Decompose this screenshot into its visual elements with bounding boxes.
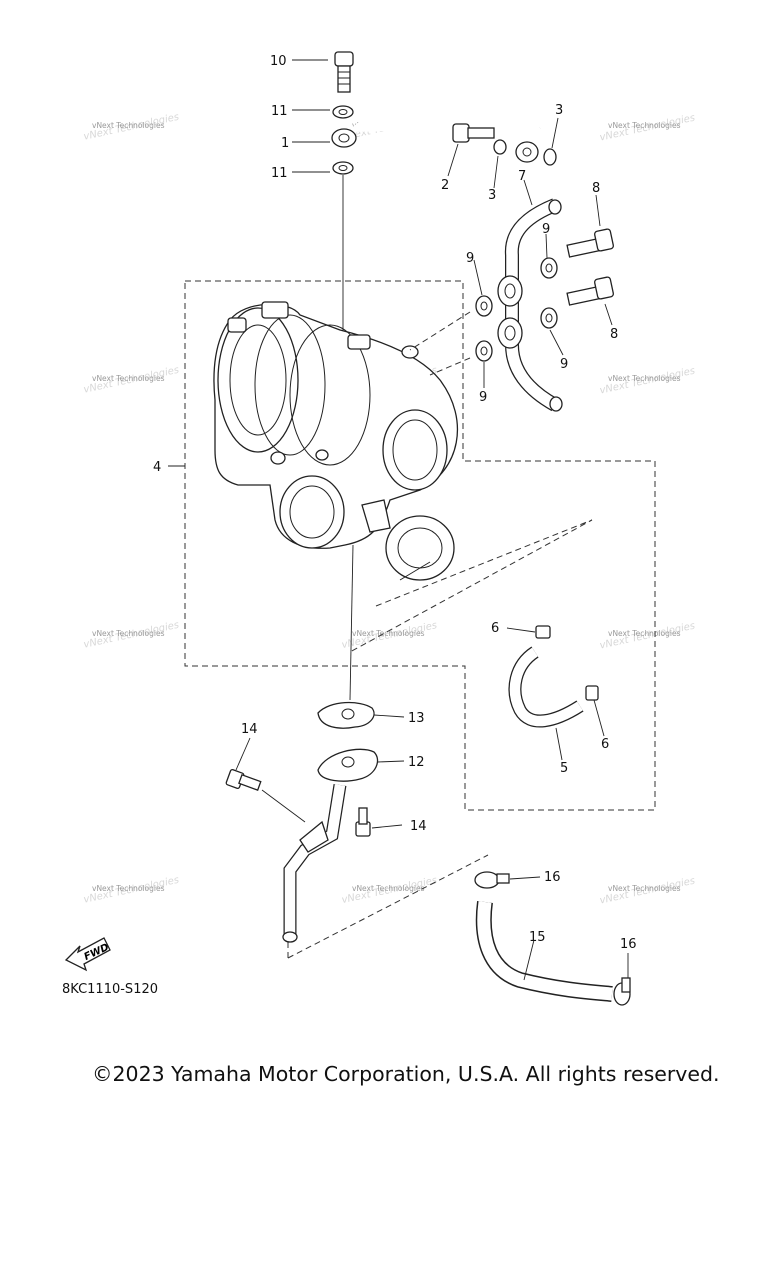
svg-text:vNext Technologies: vNext Technologies bbox=[92, 374, 165, 383]
vacuum-hose bbox=[508, 625, 599, 728]
svg-text:vNext Technologies: vNext Technologies bbox=[92, 629, 165, 638]
callout-3: 3 bbox=[488, 188, 496, 203]
callout-16: 16 bbox=[544, 870, 561, 885]
callouts: 10 11 1 11 3 2 3 7 8 9 9 8 9 9 4 6 6 5 1… bbox=[153, 54, 637, 952]
diagram-code: 8KC1110-S120 bbox=[62, 982, 158, 997]
svg-text:vNext Technologies: vNext Technologies bbox=[352, 629, 425, 638]
callout-16: 16 bbox=[620, 937, 637, 952]
callout-14: 14 bbox=[241, 722, 258, 737]
oil-return-tube bbox=[409, 198, 614, 412]
callout-9: 9 bbox=[479, 390, 487, 405]
svg-text:vNext Technologies: vNext Technologies bbox=[608, 374, 681, 383]
svg-text:vNext Technologies: vNext Technologies bbox=[608, 629, 681, 638]
callout-4: 4 bbox=[153, 460, 161, 475]
svg-text:vNext Technologies: vNext Technologies bbox=[608, 121, 681, 130]
turbocharger bbox=[213, 301, 459, 701]
callout-13: 13 bbox=[408, 711, 425, 726]
callout-15: 15 bbox=[529, 930, 546, 945]
water-hose bbox=[474, 871, 631, 1006]
oil-drain-assembly bbox=[225, 701, 379, 943]
callout-12: 12 bbox=[408, 755, 425, 770]
callout-10: 10 bbox=[270, 54, 287, 69]
callout-9: 9 bbox=[560, 357, 568, 372]
callout-2: 2 bbox=[441, 178, 449, 193]
callout-11: 11 bbox=[271, 166, 288, 181]
callout-9: 9 bbox=[542, 222, 550, 237]
callout-9: 9 bbox=[466, 251, 474, 266]
callout-3: 3 bbox=[555, 103, 563, 118]
callout-11: 11 bbox=[271, 104, 288, 119]
svg-text:vNext Technologies: vNext Technologies bbox=[352, 884, 425, 893]
callout-5: 5 bbox=[560, 761, 568, 776]
leader-lines bbox=[168, 59, 629, 981]
copyright-notice: ©2023 Yamaha Motor Corporation, U.S.A. A… bbox=[92, 1062, 720, 1086]
callout-6: 6 bbox=[491, 621, 499, 636]
svg-text:vNext Technologies: vNext Technologies bbox=[92, 121, 165, 130]
callout-7: 7 bbox=[518, 169, 526, 184]
callout-8: 8 bbox=[592, 181, 600, 196]
callout-14: 14 bbox=[410, 819, 427, 834]
callout-6: 6 bbox=[601, 737, 609, 752]
callout-8: 8 bbox=[610, 327, 618, 342]
callout-1: 1 bbox=[281, 136, 289, 151]
fwd-arrow-icon: FWD bbox=[64, 937, 111, 972]
oil-feed-pipe bbox=[331, 51, 557, 360]
svg-text:vNext Technologies: vNext Technologies bbox=[92, 884, 165, 893]
svg-text:vNext Technologies: vNext Technologies bbox=[608, 884, 681, 893]
